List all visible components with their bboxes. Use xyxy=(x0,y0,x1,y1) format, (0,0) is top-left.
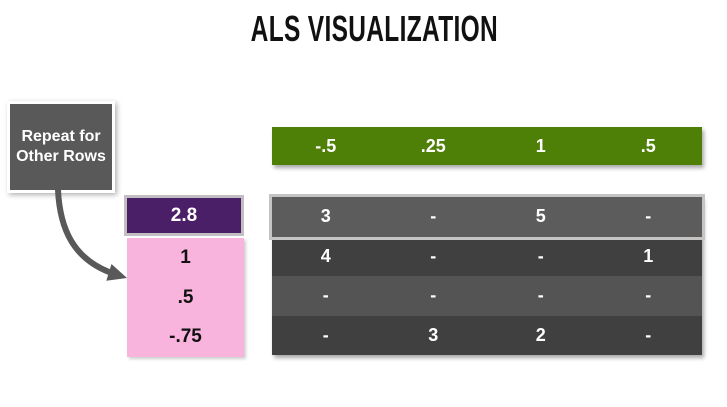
item-factor-row: -.5 .25 1 .5 xyxy=(272,127,702,165)
matrix-cell: - xyxy=(322,324,329,345)
item-factor-cell: .5 xyxy=(640,135,656,156)
user-vector-cell: .5 xyxy=(177,286,194,308)
matrix-cell: - xyxy=(322,285,329,306)
matrix-cell: - xyxy=(430,285,437,306)
repeat-arrow-curve xyxy=(55,187,112,275)
user-vector-cell: 1 xyxy=(180,246,191,268)
item-factor-cell: .25 xyxy=(420,135,446,156)
matrix-cell: 3 xyxy=(320,206,331,227)
item-factor-cell: 1 xyxy=(535,135,546,156)
user-vector: 1 .5 -.75 xyxy=(127,238,244,357)
user-vector-solved-cell: 2.8 xyxy=(124,195,244,236)
matrix-row: - 3 2 - xyxy=(272,315,702,355)
matrix-cell: - xyxy=(645,285,652,306)
matrix-cell: 1 xyxy=(643,245,654,266)
user-vector-cell: -.75 xyxy=(169,326,202,348)
repeat-note-line2: Other Rows xyxy=(16,148,106,165)
matrix-cell: 5 xyxy=(535,206,546,227)
matrix-cell: - xyxy=(645,206,652,227)
matrix-cell: 2 xyxy=(535,324,546,345)
matrix-cell: - xyxy=(645,324,652,345)
matrix-row: - - - - xyxy=(272,276,702,316)
item-factor-cell: -.5 xyxy=(315,135,337,156)
matrix-row-highlighted: 3 - 5 - xyxy=(272,197,702,237)
repeat-note-line1: Repeat for xyxy=(21,128,101,145)
matrix-cell: - xyxy=(537,245,544,266)
matrix-cell: - xyxy=(430,206,437,227)
repeat-note-box: Repeat for Other Rows xyxy=(7,101,115,193)
matrix-row: 4 - - 1 xyxy=(272,236,702,276)
matrix-cell: - xyxy=(430,245,437,266)
matrix-cell: - xyxy=(537,285,544,306)
matrix-cell: 3 xyxy=(428,324,439,345)
repeat-arrow-head-icon xyxy=(106,264,127,281)
page-title: ALS VISUALIZATION xyxy=(250,8,499,49)
ratings-matrix: 3 - 5 - 4 - - 1 - - - - - 3 2 - xyxy=(272,197,702,355)
matrix-cell: 4 xyxy=(320,245,331,266)
